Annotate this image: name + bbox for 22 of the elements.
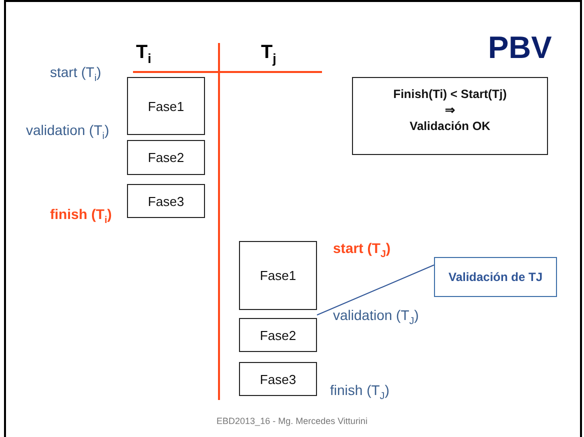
footer-caption: EBD2013_16 - Mg. Mercedes Vitturini bbox=[216, 416, 368, 426]
event-label: start (T$_{J}$) bbox=[333, 240, 391, 260]
phase-box: Fase3 bbox=[127, 184, 205, 218]
phase-box: Fase2 bbox=[239, 318, 317, 352]
event-label: finish (T$_{i}$) bbox=[50, 206, 112, 226]
phase-box: Fase3 bbox=[239, 362, 317, 396]
leader-line bbox=[316, 264, 434, 316]
event-label: start (T$_{i}$) bbox=[50, 64, 102, 84]
slide-title: PBV bbox=[488, 30, 552, 66]
condition-text: Finish(Ti) < Start(Tj) bbox=[393, 86, 507, 102]
condition-text: ⇒ bbox=[445, 102, 455, 118]
column-header: T$_{i}$ bbox=[136, 42, 152, 66]
condition-text: Validación OK bbox=[410, 118, 490, 134]
condition-box bbox=[352, 77, 548, 155]
phase-box: Fase2 bbox=[127, 140, 205, 175]
phase-box: Fase1 bbox=[239, 241, 317, 310]
event-label: validation (T$_{J}$) bbox=[333, 307, 419, 327]
event-label: finish (T$_{J}$) bbox=[330, 382, 390, 402]
phase-box: Fase1 bbox=[127, 77, 205, 135]
column-header: T$_{j}$ bbox=[261, 42, 276, 66]
event-label: validation (T$_{i}$) bbox=[26, 122, 110, 142]
callout-box: Validación de TJ bbox=[434, 257, 557, 297]
